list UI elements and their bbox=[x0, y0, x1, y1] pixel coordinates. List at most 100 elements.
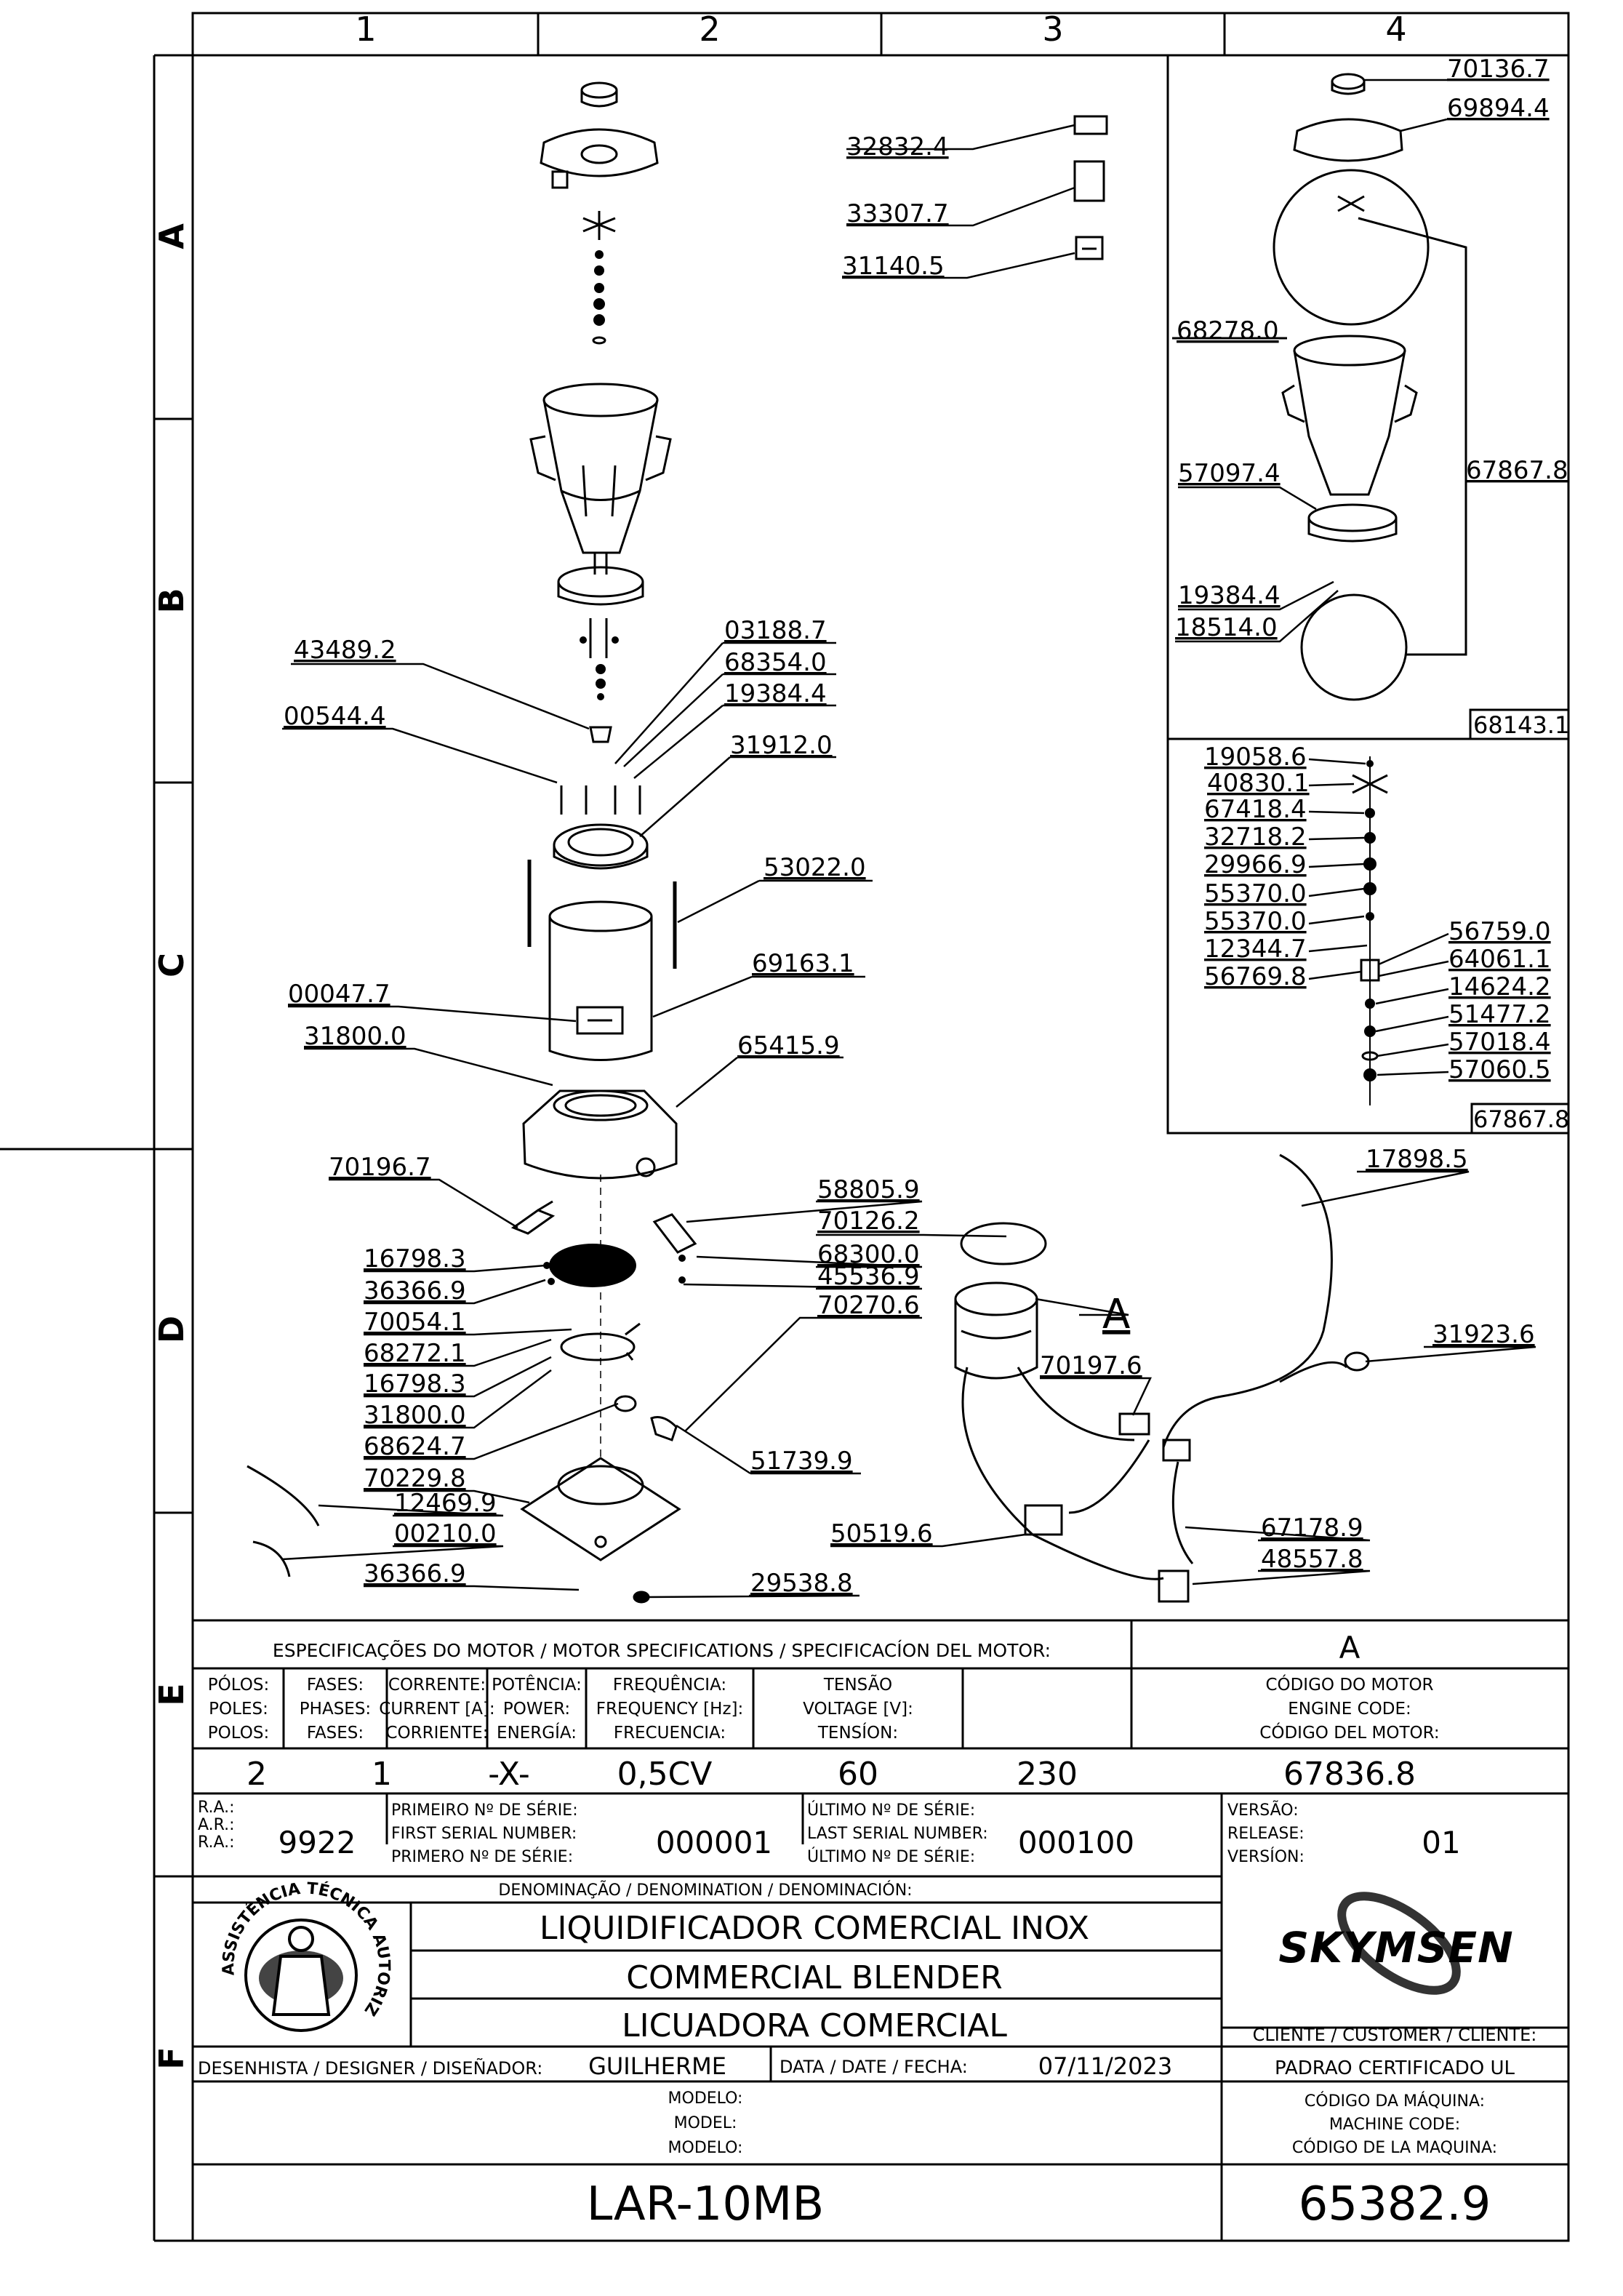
part-label: 48557.8 bbox=[1261, 1545, 1363, 1574]
last-serial-value: 000100 bbox=[1018, 1825, 1134, 1860]
svg-text:CÓDIGO DE LA MAQUINA:: CÓDIGO DE LA MAQUINA: bbox=[1292, 2138, 1497, 2157]
motor-spec-headers: PÓLOS: POLES: POLOS: FASES: PHASES: FASE… bbox=[208, 1674, 1440, 1743]
part-label: 67178.9 bbox=[1261, 1513, 1363, 1543]
date-value: 07/11/2023 bbox=[1038, 2052, 1172, 2080]
svg-text:CURRENT [A]:: CURRENT [A]: bbox=[379, 1700, 494, 1719]
part-label: 00047.7 bbox=[288, 980, 390, 1009]
svg-text:TENSÍON:: TENSÍON: bbox=[817, 1722, 898, 1743]
part-label: 67418.4 bbox=[1204, 795, 1307, 824]
part-label: 36366.9 bbox=[364, 1276, 466, 1305]
svg-text:FRECUENCIA:: FRECUENCIA: bbox=[614, 1724, 726, 1743]
ra-value: 9922 bbox=[278, 1825, 356, 1860]
grid-col-2: 2 bbox=[699, 9, 720, 49]
svg-text:FIRST SERIAL NUMBER:: FIRST SERIAL NUMBER: bbox=[391, 1825, 577, 1843]
svg-text:MODEL:: MODEL: bbox=[674, 2114, 737, 2132]
part-label: 58805.9 bbox=[817, 1175, 920, 1204]
blender-exploded-view bbox=[247, 81, 1108, 1604]
svg-text:ÚLTIMO Nº DE SÉRIE:: ÚLTIMO Nº DE SÉRIE: bbox=[807, 1801, 975, 1820]
part-label: 50519.6 bbox=[830, 1519, 933, 1548]
grid-row-F: F bbox=[152, 2047, 191, 2069]
svg-text:LICUADORA COMERCIAL: LICUADORA COMERCIAL bbox=[622, 2007, 1007, 2044]
part-label: 16798.3 bbox=[364, 1244, 466, 1273]
inset-bottom-left-labels: 19058.6 40830.1 67418.4 32718.2 29966.9 … bbox=[1204, 743, 1310, 991]
part-label: 51739.9 bbox=[750, 1447, 853, 1476]
grid-col-1: 1 bbox=[355, 9, 376, 49]
spec-phases: 1 bbox=[372, 1756, 392, 1793]
grid-col-4: 4 bbox=[1385, 9, 1406, 49]
svg-text:ÚLTIMO Nº DE SÉRIE:: ÚLTIMO Nº DE SÉRIE: bbox=[807, 1847, 975, 1866]
part-label: 00210.0 bbox=[394, 1519, 497, 1548]
part-label: 18514.0 bbox=[1175, 613, 1278, 642]
svg-text:PÓLOS:: PÓLOS: bbox=[208, 1674, 269, 1695]
svg-text:CÓDIGO DEL MOTOR:: CÓDIGO DEL MOTOR: bbox=[1259, 1722, 1439, 1743]
part-label: 68278.0 bbox=[1177, 316, 1279, 345]
serial-row: R.A.: A.R.: R.A.: PRIMEIRO Nº DE SÉRIE: … bbox=[198, 1799, 1305, 1866]
part-label: 68624.7 bbox=[364, 1432, 466, 1461]
part-label: 70126.2 bbox=[817, 1207, 920, 1236]
part-label: 68300.0 bbox=[817, 1240, 920, 1269]
part-label: 70054.1 bbox=[364, 1308, 466, 1337]
part-label: 32718.2 bbox=[1204, 823, 1307, 852]
client-value: PADRAO CERTIFICADO UL bbox=[1275, 2057, 1515, 2079]
part-label: 68354.0 bbox=[724, 648, 827, 677]
spec-engine-code: 67836.8 bbox=[1283, 1756, 1416, 1793]
part-label: 68272.1 bbox=[364, 1339, 466, 1368]
part-label: 17898.5 bbox=[1366, 1145, 1468, 1174]
inset-top-leaders bbox=[1175, 79, 1448, 643]
denomination-lines: LIQUIDIFICADOR COMERCIAL INOX COMMERCIAL… bbox=[540, 1910, 1089, 2044]
svg-text:ENERGÍA:: ENERGÍA: bbox=[497, 1722, 577, 1743]
inset-jar-assembly bbox=[1166, 54, 1570, 740]
inset-top-code: 68143.1 bbox=[1473, 711, 1569, 739]
part-label: 70136.7 bbox=[1447, 55, 1550, 84]
svg-text:VERSÍON:: VERSÍON: bbox=[1227, 1847, 1305, 1866]
part-label: 69894.4 bbox=[1447, 94, 1550, 123]
svg-text:R.A.:: R.A.: bbox=[198, 1799, 235, 1817]
part-label: 45536.9 bbox=[817, 1262, 920, 1291]
part-label: 55370.0 bbox=[1204, 907, 1307, 936]
svg-text:PRIMEIRO Nº DE SÉRIE:: PRIMEIRO Nº DE SÉRIE: bbox=[391, 1801, 578, 1820]
svg-text:FREQUÊNCIA:: FREQUÊNCIA: bbox=[613, 1674, 726, 1695]
date-label: DATA / DATE / FECHA: bbox=[780, 2057, 968, 2077]
model-value: LAR-10MB bbox=[587, 2177, 824, 2231]
part-label: 19384.4 bbox=[1178, 581, 1281, 610]
part-label: 70197.6 bbox=[1040, 1351, 1142, 1380]
part-label: 70229.8 bbox=[364, 1464, 466, 1493]
spec-poles: 2 bbox=[247, 1756, 267, 1793]
svg-text:PRIMERO Nº DE SÉRIE:: PRIMERO Nº DE SÉRIE: bbox=[391, 1847, 573, 1866]
part-label: 40830.1 bbox=[1207, 769, 1310, 798]
denomination-title: DENOMINAÇÃO / DENOMINATION / DENOMINACIÓ… bbox=[498, 1880, 912, 1900]
part-label: 69163.1 bbox=[752, 949, 854, 978]
motor-and-wiring bbox=[954, 1153, 1370, 1603]
part-label: 57060.5 bbox=[1448, 1055, 1551, 1084]
part-label: 70270.6 bbox=[817, 1291, 920, 1320]
spec-voltage: 230 bbox=[1017, 1756, 1078, 1793]
client-label: CLIENTE / CUSTOMER / CLIENTE: bbox=[1253, 2025, 1537, 2045]
part-label: 31923.6 bbox=[1432, 1320, 1535, 1349]
svg-text:POWER:: POWER: bbox=[503, 1700, 570, 1719]
svg-text:MACHINE CODE:: MACHINE CODE: bbox=[1329, 2116, 1460, 2134]
svg-text:VERSÃO:: VERSÃO: bbox=[1227, 1800, 1299, 1820]
part-label: 51477.2 bbox=[1448, 1000, 1551, 1029]
grid-row-E: E bbox=[152, 1683, 191, 1705]
motor-spec-detail: A bbox=[1339, 1630, 1360, 1665]
spec-frequency: 60 bbox=[838, 1756, 878, 1793]
part-label: 70196.7 bbox=[329, 1153, 431, 1182]
part-label: 19384.4 bbox=[724, 679, 827, 708]
svg-text:ENGINE CODE:: ENGINE CODE: bbox=[1288, 1700, 1411, 1719]
part-number-labels: 32832.4 33307.7 31140.5 43489.2 00544.4 … bbox=[284, 132, 1535, 1598]
spec-current: -X- bbox=[488, 1756, 530, 1793]
part-label: 29966.9 bbox=[1204, 850, 1307, 879]
inset-blade-assembly bbox=[1166, 737, 1570, 1135]
svg-text:COMMERCIAL BLENDER: COMMERCIAL BLENDER bbox=[626, 1959, 1002, 1996]
part-label: 03188.7 bbox=[724, 616, 827, 645]
svg-text:POLOS:: POLOS: bbox=[208, 1724, 269, 1743]
svg-text:TENSÃO: TENSÃO bbox=[823, 1674, 892, 1695]
svg-text:CÓDIGO DA MÁQUINA:: CÓDIGO DA MÁQUINA: bbox=[1305, 2092, 1485, 2111]
part-label: 53022.0 bbox=[764, 853, 866, 882]
part-label: 64061.1 bbox=[1448, 945, 1551, 974]
grid-row-A: A bbox=[152, 223, 191, 249]
grid-row-D: D bbox=[152, 1316, 191, 1343]
part-label: 12469.9 bbox=[394, 1489, 497, 1518]
version-value: 01 bbox=[1422, 1825, 1460, 1860]
